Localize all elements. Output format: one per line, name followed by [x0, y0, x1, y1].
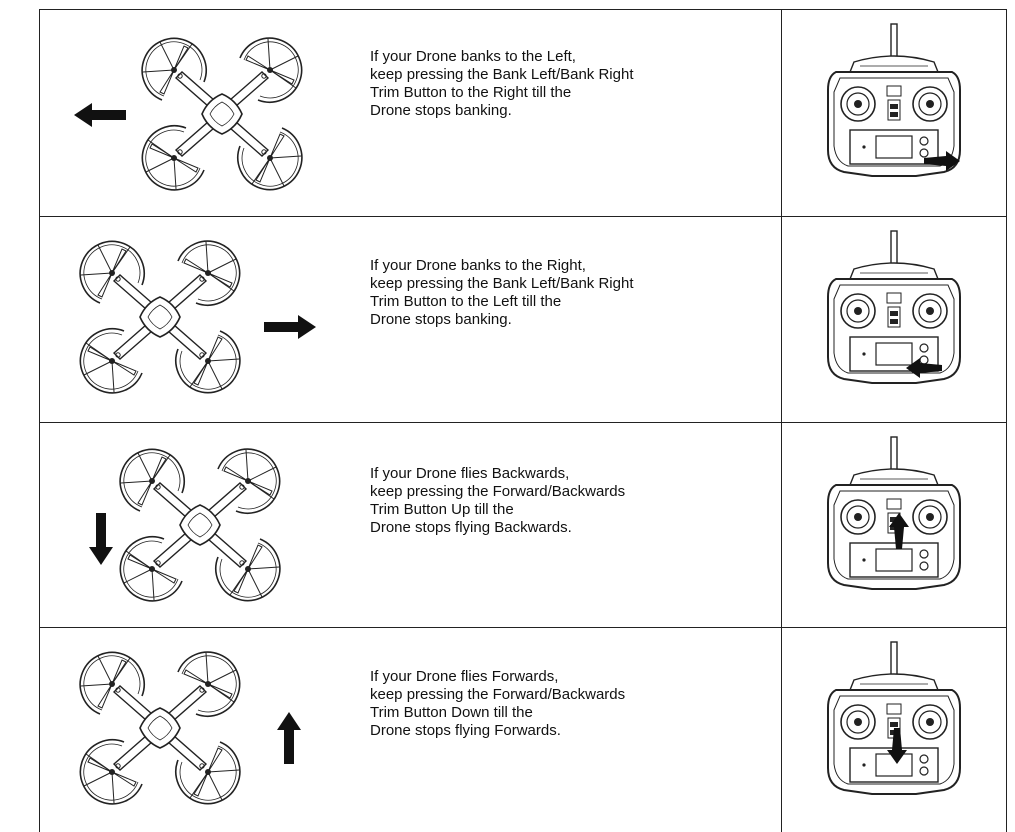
instruction-line: If your Drone flies Forwards,: [370, 668, 559, 685]
column-divider: [781, 628, 782, 832]
instruction-line: Drone stops flying Backwards.: [370, 519, 572, 536]
arrow-up-icon: [889, 513, 909, 549]
remote-controller-illustration: [827, 230, 961, 384]
arrow-left-icon: [74, 103, 126, 127]
instruction-line: keep pressing the Forward/Backwards: [370, 686, 626, 703]
instruction-line: Drone stops banking.: [370, 102, 512, 119]
instruction-line: Trim Button Up till the: [370, 501, 514, 518]
instruction-text: If your Drone banks to the Right, keep p…: [370, 257, 770, 329]
arrow-left-icon: [906, 358, 942, 378]
table-row: If your Drone flies Backwards, keep pres…: [40, 423, 1006, 628]
instruction-line: keep pressing the Forward/Backwards: [370, 483, 626, 500]
remote-cell: [782, 423, 1006, 627]
drone-illustration: [40, 628, 360, 832]
instruction-text: If your Drone flies Backwards, keep pres…: [370, 465, 770, 537]
remote-cell: [782, 10, 1006, 216]
column-divider: [781, 423, 782, 627]
instruction-text: If your Drone banks to the Left, keep pr…: [370, 48, 770, 120]
column-divider: [781, 217, 782, 422]
instruction-line: Trim Button to the Right till the: [370, 84, 572, 101]
arrow-right-icon: [264, 315, 316, 339]
remote-cell: [782, 217, 1006, 422]
instruction-line: Trim Button Down till the: [370, 704, 533, 721]
remote-cell: [782, 628, 1006, 832]
arrow-down-icon: [887, 728, 907, 764]
arrow-right-icon: [924, 151, 960, 171]
arrow-up-icon: [277, 712, 301, 764]
column-divider: [781, 10, 782, 216]
drone-scene: [40, 423, 360, 627]
instruction-line: Drone stops flying Forwards.: [370, 722, 561, 739]
instruction-line: Drone stops banking.: [370, 311, 512, 328]
drone-scene: [40, 10, 360, 216]
instruction-line: If your Drone banks to the Right,: [370, 257, 586, 274]
arrow-down-icon: [89, 513, 113, 565]
instruction-text: If your Drone flies Forwards, keep press…: [370, 668, 770, 740]
remote-controller-illustration: [827, 23, 961, 177]
drone-scene: [40, 217, 360, 422]
trim-instructions-table: If your Drone banks to the Left, keep pr…: [39, 9, 1007, 832]
table-row: If your Drone banks to the Right, keep p…: [40, 217, 1006, 423]
instruction-line: keep pressing the Bank Left/Bank Right: [370, 275, 634, 292]
drone-scene: [40, 628, 360, 832]
instruction-line: If your Drone banks to the Left,: [370, 48, 576, 65]
table-row: If your Drone banks to the Left, keep pr…: [40, 10, 1006, 217]
table-row: If your Drone flies Forwards, keep press…: [40, 628, 1006, 832]
instruction-line: If your Drone flies Backwards,: [370, 465, 570, 482]
instruction-line: Trim Button to the Left till the: [370, 293, 562, 310]
instruction-line: keep pressing the Bank Left/Bank Right: [370, 66, 634, 83]
